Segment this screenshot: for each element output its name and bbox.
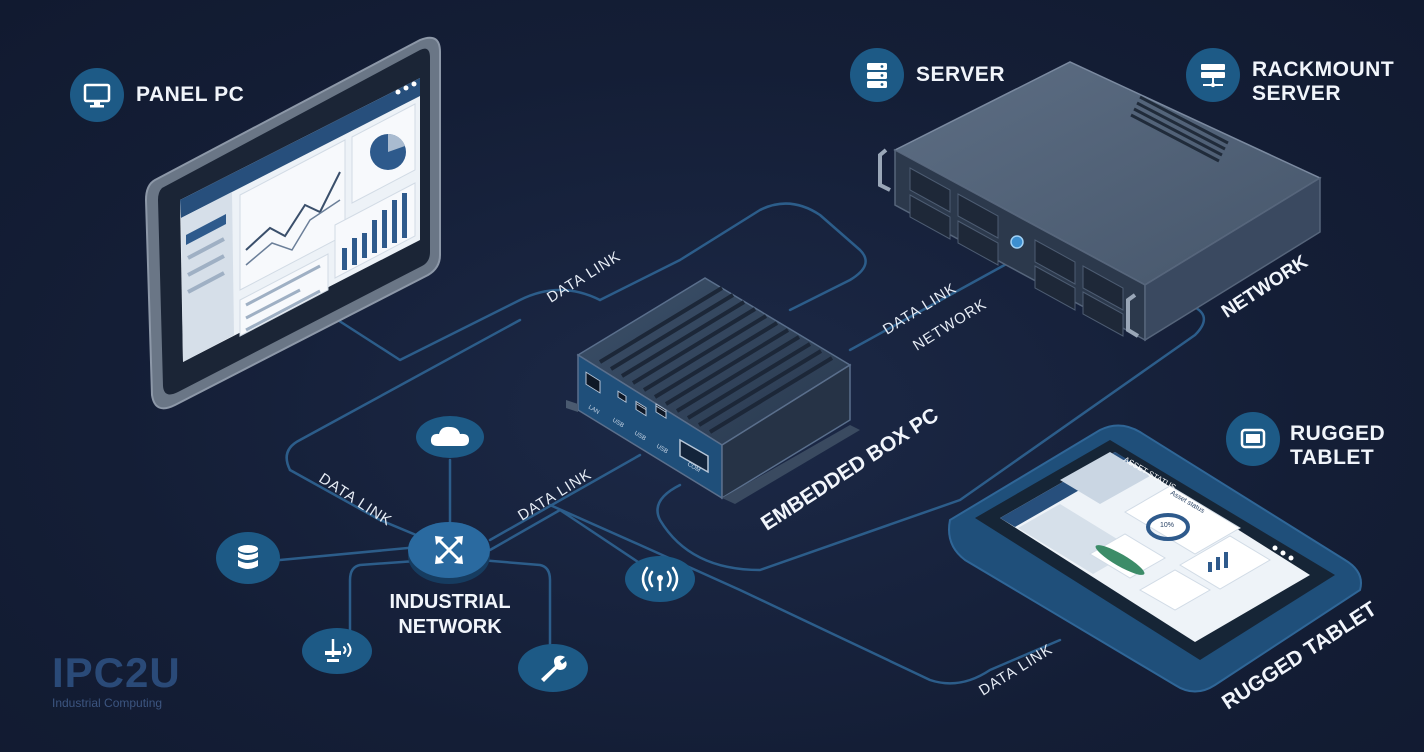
rugged-tablet-illustration: ASSET STATUS Asset status 10% <box>948 424 1362 693</box>
embedded-box-pc-illustration: LAN USB USB USB COM <box>566 277 860 504</box>
server-badge <box>850 48 904 102</box>
rugged-tablet-heading-line: TABLET <box>1290 446 1375 469</box>
cloud-icon <box>430 426 469 446</box>
rackmount-server-heading: RACKMOUNT SERVER <box>1252 58 1394 106</box>
box-port-label: USB <box>633 431 647 443</box>
wrench-icon <box>541 655 567 682</box>
industrial-network-line: INDUSTRIAL <box>389 591 511 613</box>
rackmount-heading-line: SERVER <box>1252 82 1341 105</box>
brand-name: IPC2U <box>52 649 181 696</box>
tablet-progress-label: 10% <box>1160 522 1174 529</box>
link-hub-wifi <box>488 508 652 572</box>
link-box-to-server <box>848 260 1012 352</box>
rugged-tablet-heading-line: RUGGED <box>1290 422 1386 445</box>
box-port-label: LAN <box>587 405 600 416</box>
link-left-to-hub <box>285 318 522 472</box>
box-port-label: USB <box>655 444 669 456</box>
link-loop-top <box>598 202 867 312</box>
link-hub-to-box <box>488 453 642 542</box>
rugged-tablet-badge <box>1226 412 1280 466</box>
panel-pc-heading: PANEL PC <box>136 83 245 106</box>
antenna-sensor-icon <box>325 639 352 662</box>
link-hub-wrench <box>478 558 552 652</box>
cloud-node <box>416 416 484 458</box>
wireless-signal-icon <box>641 566 679 592</box>
link-network-tablet <box>656 303 1205 572</box>
link-panel-to-box <box>328 288 602 362</box>
rackmount-server-badge <box>1186 48 1240 102</box>
rugged-tablet-heading: RUGGED TABLET <box>1290 422 1385 470</box>
arrows-expand-icon <box>435 536 463 564</box>
panel-pc-illustration <box>144 36 441 410</box>
link-hub-to-tablet <box>548 503 1062 685</box>
panel-pc-badge <box>70 68 124 122</box>
industrial-network-line: NETWORK <box>398 616 502 638</box>
brand-logo: IPC2U Industrial Computing <box>52 649 181 711</box>
industrial-network-label: INDUSTRIAL NETWORK <box>370 590 530 640</box>
rackmount-server-illustration <box>878 61 1322 342</box>
tablet-icon <box>1240 428 1266 449</box>
rackmount-heading-line: RACKMOUNT <box>1252 58 1395 81</box>
rackmount-icon <box>1201 64 1225 88</box>
database-node <box>216 532 280 584</box>
industrial-network-hub <box>408 522 490 578</box>
server-heading: SERVER <box>916 63 1005 86</box>
box-port-label: USB <box>611 418 625 430</box>
server-icon <box>867 63 887 88</box>
link-hub-ant <box>348 558 432 642</box>
wireless-node <box>625 556 695 602</box>
connection-lines <box>278 202 1205 685</box>
antenna-node <box>302 628 372 674</box>
database-icon <box>238 545 258 569</box>
monitor-icon <box>83 83 111 108</box>
maintenance-node <box>518 644 588 692</box>
brand-subtitle: Industrial Computing <box>52 696 163 710</box>
